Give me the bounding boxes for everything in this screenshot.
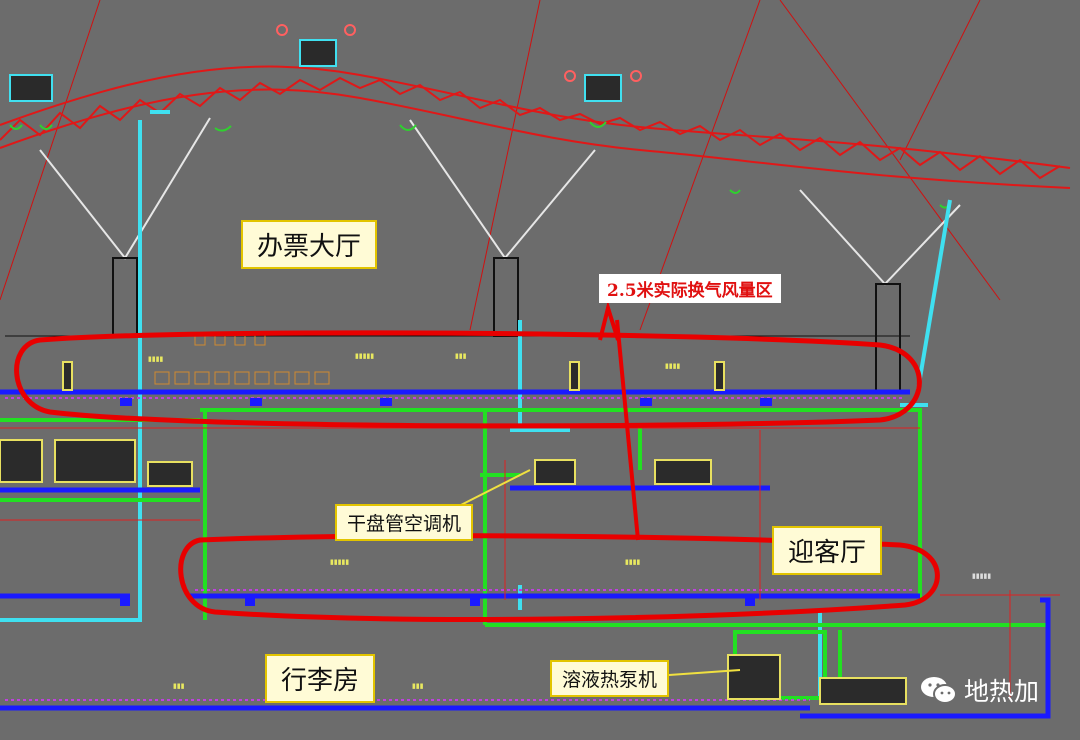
green-pipes — [0, 408, 1050, 700]
label-air-exchange-zone: 2.5米实际换气风量区 — [599, 274, 781, 303]
tiny-note: ▮▮▮▮▮ — [330, 558, 350, 566]
highlight-loops — [14, 300, 940, 622]
tiny-note: ▮▮▮▮▮ — [355, 352, 375, 360]
v-columns — [5, 117, 961, 393]
guide-lines — [0, 0, 1001, 331]
callout-leaders — [454, 469, 741, 677]
roof-diffusers — [9, 121, 951, 209]
label-ticket-hall: 办票大厅 — [241, 220, 378, 269]
tiny-note: ▮▮▮▮▮ — [972, 572, 992, 580]
tiny-note: ▮▮▮▮ — [625, 558, 641, 566]
roof-units — [9, 24, 642, 102]
label-heat-pump: 溶液热泵机 — [550, 660, 670, 697]
watermark: 地热加 — [920, 672, 1039, 708]
floor-slabs — [0, 389, 1051, 719]
tiny-note: ▮▮▮▮ — [665, 362, 681, 370]
label-arrival-hall: 迎客厅 — [772, 526, 883, 575]
check-in-counters — [154, 332, 330, 385]
tiny-note: ▮▮▮▮ — [148, 355, 164, 363]
tiny-note: ▮▮▮ — [173, 682, 185, 690]
tiny-note: ▮▮▮ — [455, 352, 467, 360]
wechat-icon — [920, 675, 958, 705]
roof-truss — [0, 65, 1071, 189]
label-baggage-room: 行李房 — [265, 654, 376, 703]
label-fan-coil: 干盘管空调机 — [335, 504, 474, 541]
equipment-units — [0, 361, 907, 705]
slab-blocks — [120, 398, 772, 606]
watermark-text: 地热加 — [964, 677, 1040, 706]
slab-hatching — [5, 397, 915, 701]
tiny-note: ▮▮▮ — [412, 682, 424, 690]
